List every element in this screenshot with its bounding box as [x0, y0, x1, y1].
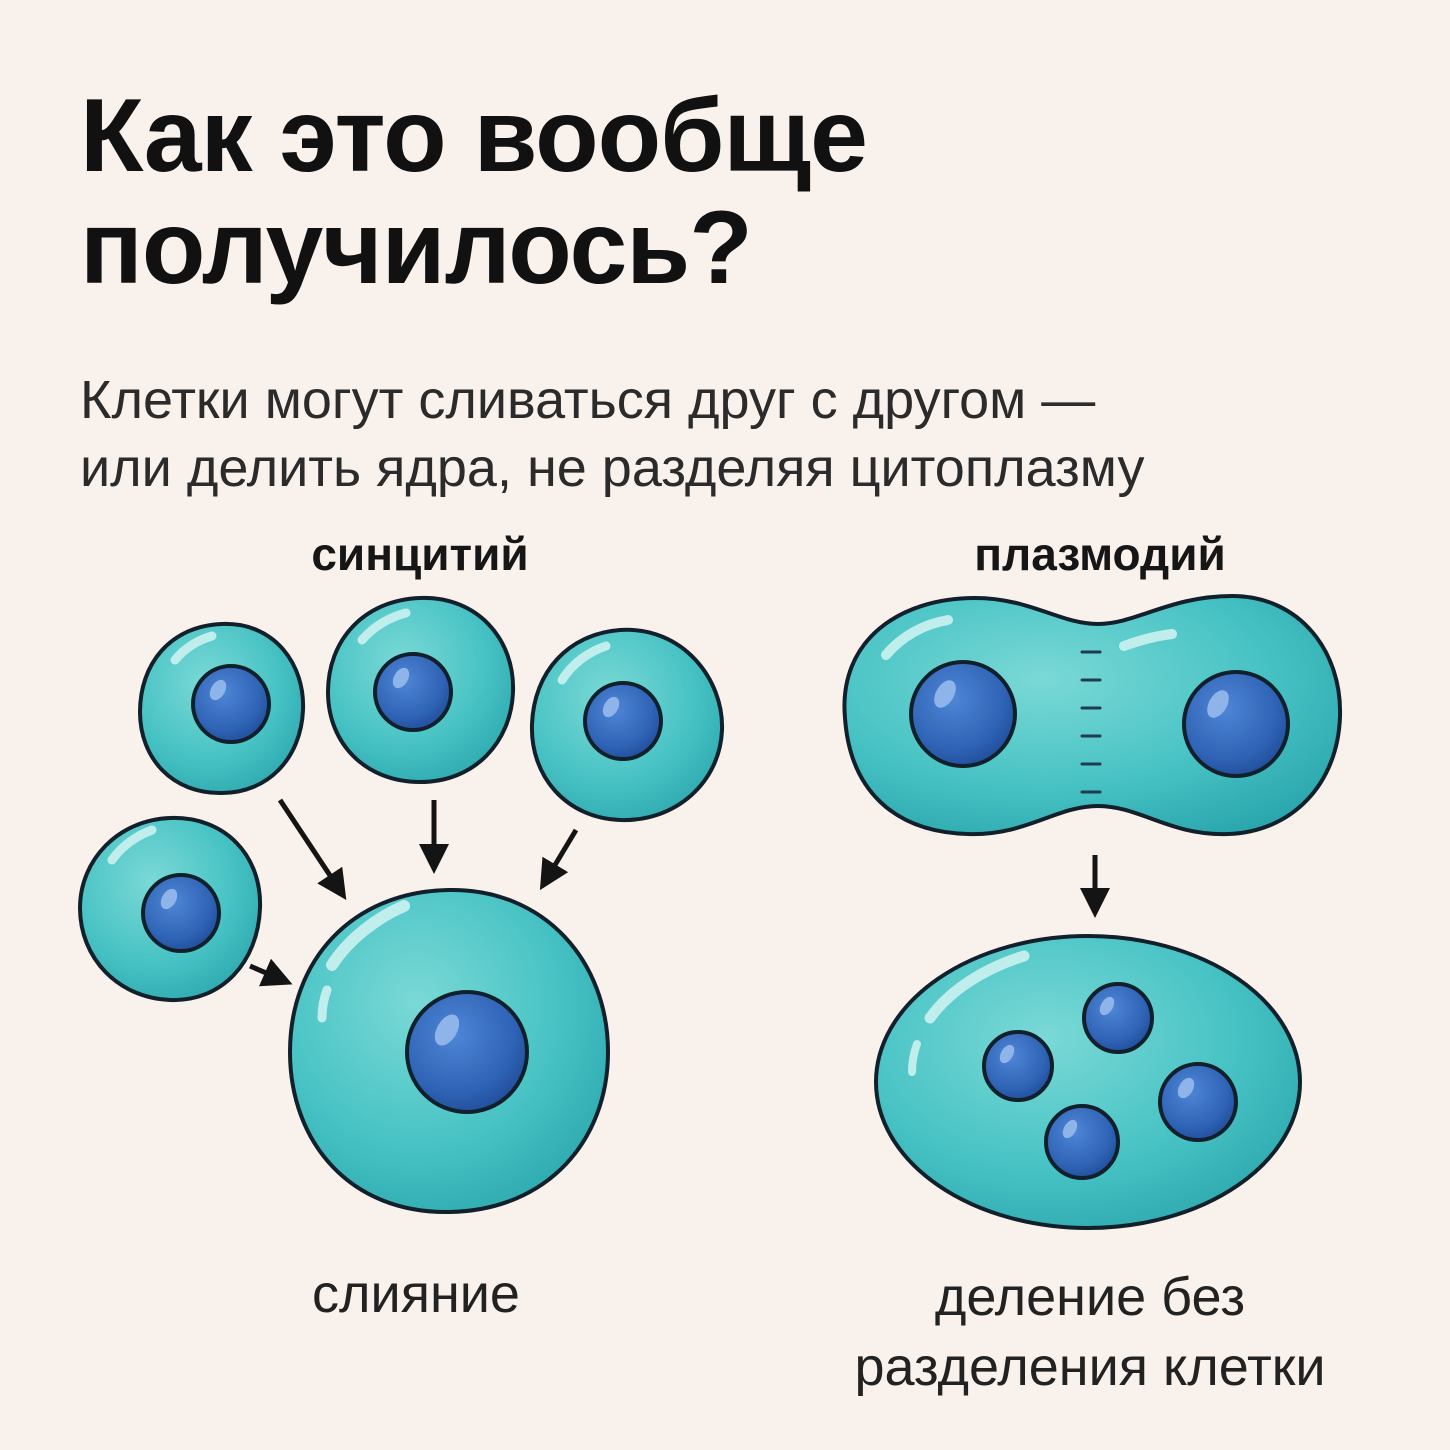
nucleus-icon — [1044, 1104, 1120, 1180]
small-cell-2 — [325, 595, 516, 785]
nucleus-icon — [1158, 1062, 1238, 1142]
plasmodium-group — [842, 593, 1343, 1230]
nucleus-icon — [583, 681, 663, 761]
nucleus-icon — [405, 990, 529, 1114]
division-line — [1080, 650, 1102, 794]
page-subtitle: Клетки могут сливаться друг с другом — и… — [80, 366, 1420, 502]
multinucleate-cell — [874, 934, 1302, 1230]
small-cell-4 — [77, 815, 263, 1003]
division-caption-line-2: разделения клетки — [854, 1337, 1326, 1397]
nucleus-icon — [373, 652, 453, 732]
syncytium-group — [77, 595, 725, 1215]
syncytium-label: синцитий — [311, 528, 529, 580]
nucleus-icon — [982, 1030, 1054, 1102]
dividing-cell — [842, 593, 1343, 837]
nucleus-icon — [141, 873, 221, 953]
subtitle-line-2: или делить ядра, не разделяя цитоплазму — [80, 438, 1145, 498]
small-cell-1 — [137, 621, 306, 796]
title-line-2: получилось? — [80, 190, 753, 306]
page-title: Как это вообще получилось? — [80, 80, 1380, 304]
nucleus-icon — [1082, 982, 1154, 1054]
small-cell-3 — [529, 627, 725, 823]
plasmodium-label: плазмодий — [974, 528, 1226, 580]
nucleus-icon — [191, 664, 271, 744]
nucleus-icon — [909, 660, 1017, 768]
arrow-icon — [539, 828, 579, 891]
fusion-caption: слияние — [312, 1264, 520, 1324]
arrow-icon — [249, 958, 293, 987]
division-caption-line-1: деление без — [934, 1267, 1246, 1327]
title-line-1: Как это вообще — [80, 78, 868, 194]
arrow-icon — [277, 798, 347, 901]
division-caption: деление без разделения клетки — [780, 1262, 1400, 1402]
fused-syncytium-cell — [287, 887, 611, 1215]
subtitle-line-1: Клетки могут сливаться друг с другом — — [80, 370, 1096, 430]
nucleus-icon — [1182, 670, 1290, 778]
